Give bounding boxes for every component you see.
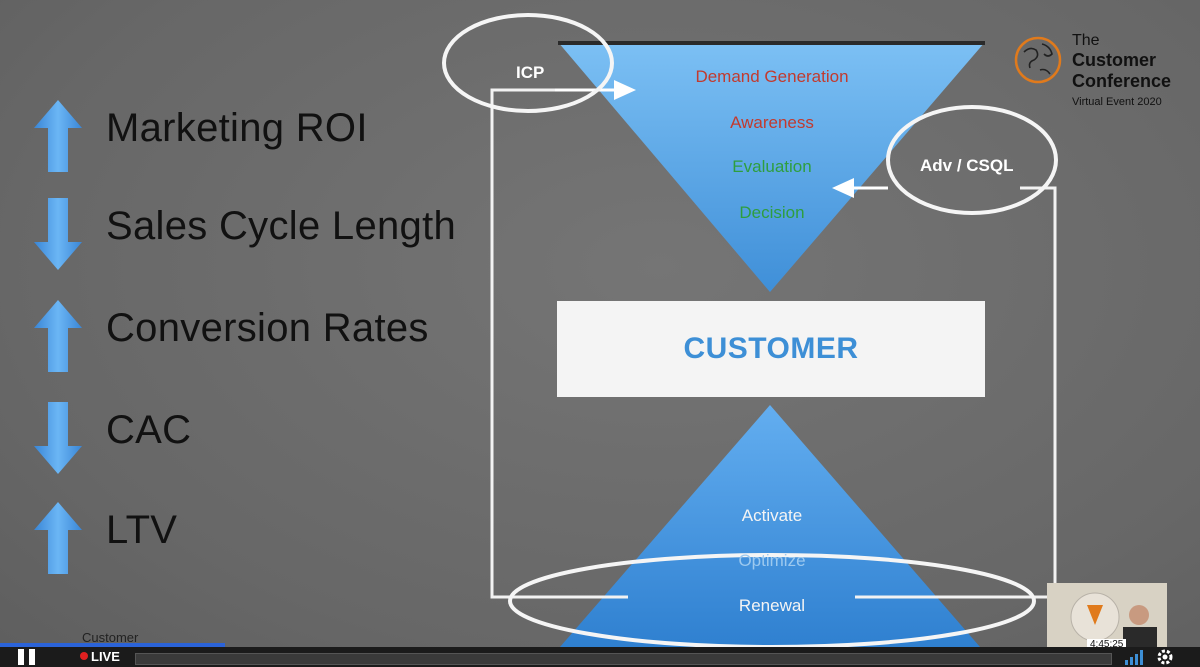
- brand-bar: [0, 643, 225, 648]
- conference-logo: The Customer Conference Virtual Event 20…: [1010, 28, 1200, 118]
- metric-label: Sales Cycle Length: [106, 204, 457, 248]
- metric-marketing-roi: Marketing ROI: [0, 98, 480, 178]
- funnel-stage-awareness: Awareness: [730, 113, 814, 132]
- video-timestamp: 4:45:25: [1087, 639, 1127, 650]
- funnel-stage-decision: Decision: [739, 203, 805, 222]
- brand-text: Customer: [82, 630, 139, 645]
- up-arrow-icon: [34, 300, 82, 372]
- loop-line-right: [1020, 186, 1057, 599]
- loop-line-left: [490, 88, 560, 599]
- progress-bar[interactable]: [135, 653, 1112, 665]
- live-indicator[interactable]: LIVE: [80, 649, 120, 664]
- pyramid-triangle: [560, 405, 980, 647]
- logo-line-customer: Customer: [1072, 50, 1157, 70]
- arrow-head-icon: [832, 178, 854, 198]
- globe-icon: [1014, 36, 1062, 84]
- icp-label: ICP: [516, 63, 545, 82]
- metric-label: LTV: [106, 508, 178, 552]
- down-arrow-icon: [34, 198, 82, 270]
- speaker-video[interactable]: 4:45:25: [1047, 583, 1167, 651]
- funnel-stage-evaluation: Evaluation: [732, 157, 812, 176]
- pyramid-stage-activate: Activate: [741, 506, 803, 525]
- customer-label: CUSTOMER: [683, 332, 859, 365]
- logo-line-the: The: [1072, 32, 1100, 49]
- metric-conversion-rates: Conversion Rates: [0, 298, 480, 378]
- logo-line-virtual-event: Virtual Event 2020: [1072, 96, 1162, 108]
- metric-cac: CAC: [0, 400, 480, 480]
- metric-sales-cycle-length: Sales Cycle Length: [0, 196, 480, 276]
- gear-icon[interactable]: [1156, 648, 1174, 666]
- live-label: LIVE: [91, 649, 120, 664]
- funnel-stage-demand-generation: Demand Generation: [695, 67, 849, 86]
- funnel-triangle: [558, 42, 985, 292]
- metric-label: Marketing ROI: [106, 106, 368, 150]
- pause-icon[interactable]: [14, 649, 40, 665]
- arrow-head-icon: [614, 80, 636, 100]
- metric-label: Conversion Rates: [106, 306, 429, 350]
- metric-label: CAC: [106, 408, 192, 452]
- adv-csql-label: Adv / CSQL: [920, 156, 1014, 175]
- pyramid-stage-renewal: Renewal: [738, 596, 806, 615]
- player-controls: LIVE: [0, 647, 1200, 667]
- metric-ltv: LTV: [0, 500, 480, 580]
- customer-box: CUSTOMER: [557, 301, 985, 397]
- up-arrow-icon: [34, 502, 82, 574]
- signal-icon[interactable]: [1124, 649, 1146, 665]
- logo-line-conference: Conference: [1072, 71, 1172, 91]
- icp-oval: [442, 13, 614, 113]
- pyramid-stage-optimize: Optimize: [738, 551, 806, 570]
- down-arrow-icon: [34, 402, 82, 474]
- up-arrow-icon: [34, 100, 82, 172]
- adv-oval: [886, 105, 1058, 215]
